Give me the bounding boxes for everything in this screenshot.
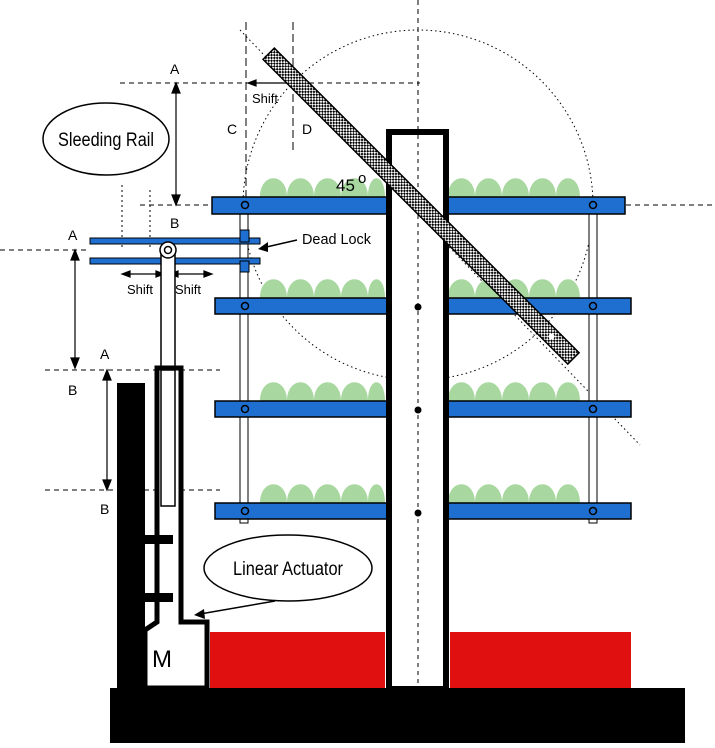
linear-actuator-pointer-head (194, 609, 205, 619)
label-b-mid: B (68, 382, 77, 398)
actuator-rod-inner (160, 369, 176, 507)
plants (260, 178, 580, 503)
support-arm-lower (145, 593, 173, 602)
rail-pivot-inner (163, 245, 173, 255)
tilted-rail (261, 46, 581, 366)
dimension-arrows (70, 79, 290, 492)
label-c: C (227, 121, 237, 137)
label-b-bottom: B (100, 501, 109, 517)
label-a-mid: A (100, 346, 110, 362)
support-arm-upper (145, 535, 173, 544)
linear-actuator-label: Linear Actuator (233, 559, 344, 580)
shift-label-right: Shift (175, 282, 201, 297)
label-d: D (302, 121, 312, 137)
angle-unit: o (358, 170, 366, 187)
label-a-top: A (170, 61, 180, 77)
shelf-pivots (240, 200, 598, 516)
column-pins (414, 303, 422, 517)
red-tray-left (210, 632, 385, 688)
sliding-rail-upper (89, 237, 261, 245)
dead-lock-block-2 (239, 260, 250, 273)
linear-actuator-pointer (199, 600, 276, 615)
label-b-rail: B (170, 215, 179, 231)
linear-actuator-callout (203, 534, 373, 602)
dead-lock-pointer-head (258, 242, 268, 252)
sleeding-rail-callout (42, 102, 170, 176)
dead-lock-block-1 (239, 229, 250, 243)
actuator-housing (142, 365, 210, 691)
vertical-support-post (117, 383, 145, 688)
dead-lock-label: Dead Lock (302, 231, 371, 248)
shift-label-left: Shift (127, 282, 153, 297)
red-tray-right (450, 632, 631, 688)
sleeding-rail-label: Sleeding Rail (58, 130, 154, 151)
motor-label: M (152, 646, 172, 673)
angle-value: 45 (336, 176, 355, 195)
base-slab (110, 688, 685, 743)
label-a-rail: A (68, 227, 78, 243)
frame-post-right (588, 212, 598, 524)
shift-label-top: Shift (252, 91, 278, 106)
